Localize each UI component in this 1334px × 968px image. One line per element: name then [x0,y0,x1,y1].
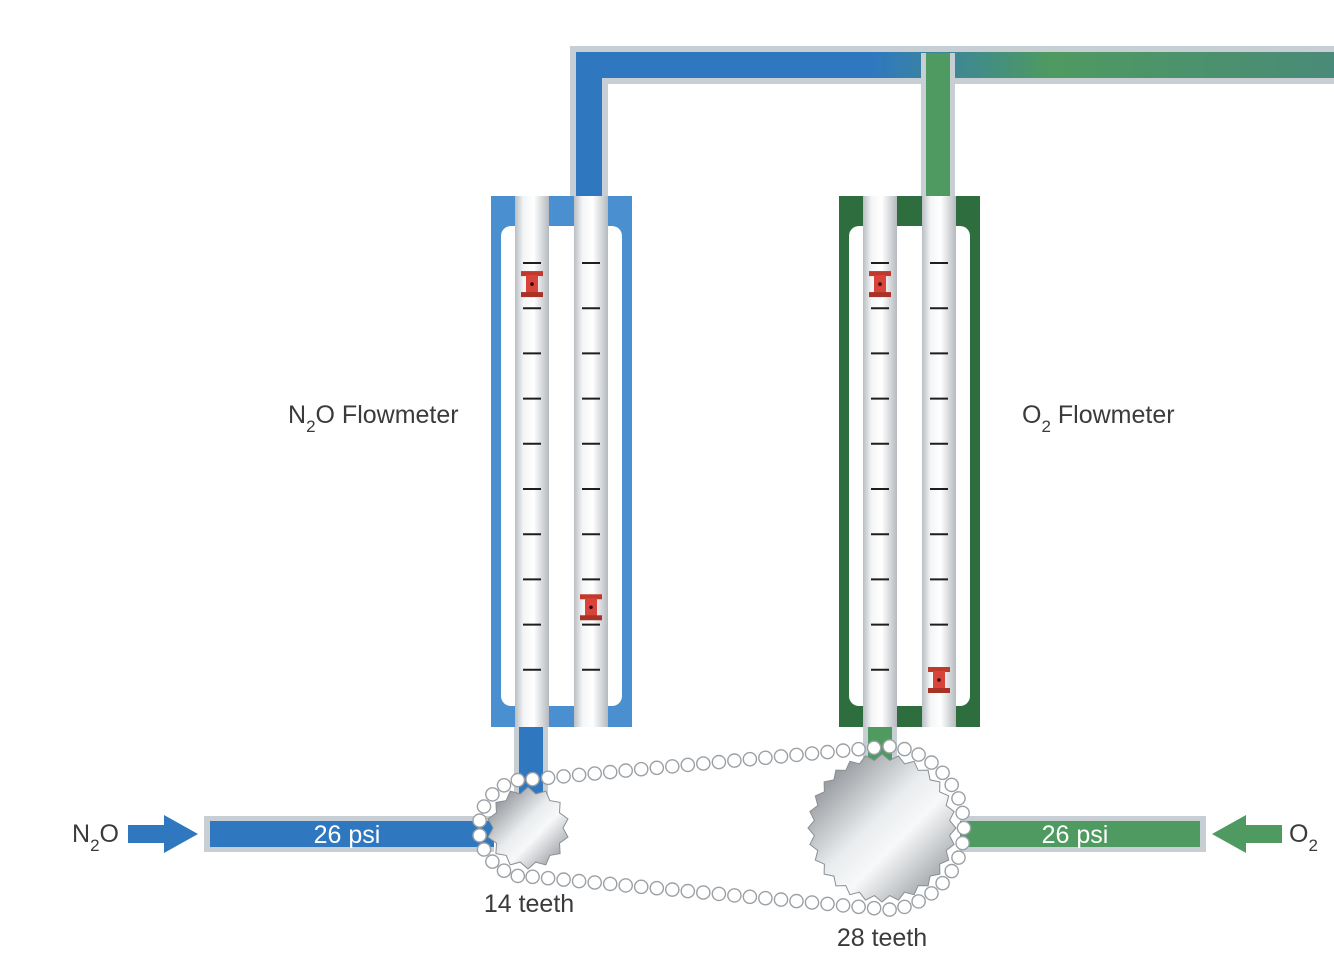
chain-link [665,759,680,774]
chain-link [851,741,866,757]
chain-link [727,888,742,903]
chain-link [696,885,711,900]
chain-link [956,820,972,836]
chain-link [587,875,603,890]
large-sprocket-label: 28 teeth [837,924,927,952]
chain-link [955,805,970,821]
o2-tube-right [922,196,956,727]
chain-link [882,739,897,754]
chain-link [472,813,487,828]
chain-link [758,890,773,906]
n2o-flowmeter [491,196,632,727]
n2o-inlet-arrow-icon [128,815,198,853]
n2o-float-right [580,594,602,621]
chain-link [804,746,820,761]
o2-float-left [869,271,891,298]
chain-link [944,863,960,879]
chain-link [924,886,939,901]
n2o-flowmeter-label: N2O Flowmeter [288,401,459,436]
chain-link [951,791,966,806]
chain-link [571,873,587,889]
chain-link [485,854,500,869]
chain-link [742,751,758,767]
chain-link [510,772,526,788]
chain-link [911,747,926,762]
chain-link [882,902,897,917]
chain-link [680,757,696,773]
chain-link [618,763,634,778]
chain-link [820,896,835,912]
chain-link [665,882,680,897]
chain-link [571,767,587,783]
chain-link [649,760,665,776]
o2-inlet-arrow-icon [1212,815,1282,853]
chain-link [866,900,882,916]
chain-link [866,740,882,756]
chain-link [851,899,866,915]
o2-inlet-pipe [960,816,1206,852]
chain-link [696,756,711,771]
n2o-tube-right [574,196,608,727]
chain-link [525,869,540,885]
chain-link [618,878,634,893]
chain-link [727,753,742,768]
chain-link [556,769,571,784]
chain-link [485,787,500,802]
n2o-float-left [521,271,543,298]
chain-link [935,875,950,891]
chain-link [602,764,618,780]
chain-link [897,899,912,915]
chain-link [472,828,487,843]
n2o-pressure-label: 26 psi [314,821,381,849]
o2-flowmeter [839,196,980,727]
chain-link [540,770,556,786]
chain-link [944,777,960,793]
chain-link [951,850,966,865]
o2-flowmeter-label: O2 Flowmeter [1022,401,1175,436]
chain-link [758,750,773,766]
chain-link [773,892,789,907]
chain-link [711,886,727,902]
n2o-inlet-pipe [204,816,494,852]
chain-link [556,872,571,887]
chain-link [476,842,492,857]
chain-link [540,870,556,886]
chain-link [496,863,512,879]
chain-link [924,755,939,770]
chain-link [587,766,603,781]
chain-link [680,883,696,899]
o2-inlet-label: O2 [1289,820,1318,855]
chain-link [496,778,512,793]
large-sprocket [807,753,957,903]
chain-link [649,880,665,896]
chain-link [789,893,804,909]
chain-link [835,743,851,758]
sprocket-chain [472,739,972,917]
chain-link [602,876,618,892]
chain-link [476,799,492,814]
chain-link [789,747,804,763]
chain-link [525,771,540,787]
top-manifold-pipe [570,46,1334,203]
chain-link [820,744,835,760]
chain-link [633,761,649,777]
o2-float-right [928,667,950,693]
chain-link [742,889,758,905]
small-sprocket-label: 14 teeth [484,890,574,918]
chain-link [911,894,926,909]
chain-link [897,741,912,757]
chain-link [804,895,820,910]
small-sprocket [487,786,569,870]
o2-pressure-label: 26 psi [1042,821,1109,849]
chain-link [835,898,851,913]
chain-link [935,765,950,781]
chain-link [633,879,649,895]
chain-link [510,868,526,884]
chain-link [955,835,970,851]
chain-link [711,754,727,770]
chain-link [773,749,789,764]
n2o-inlet-label: N2O [72,820,119,855]
